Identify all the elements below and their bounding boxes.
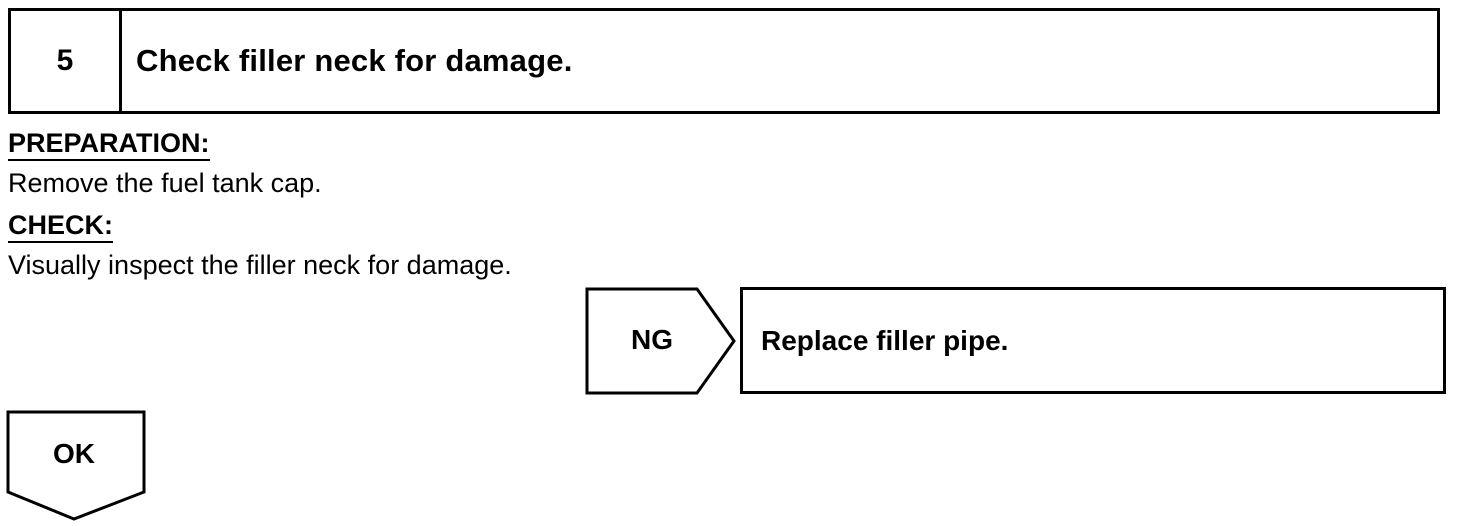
ng-label: NG (631, 324, 673, 355)
ng-action-box: Replace filler pipe. (740, 287, 1446, 394)
ok-label: OK (53, 438, 95, 469)
check-text: Visually inspect the filler neck for dam… (8, 250, 512, 280)
ok-arrow-shape (6, 410, 146, 521)
step-number: 5 (11, 11, 122, 111)
step-title: Check filler neck for damage. (136, 43, 573, 78)
ng-arrow-shape (585, 287, 736, 395)
ng-action-text: Replace filler pipe. (761, 324, 1009, 356)
step-header-box: 5 Check filler neck for damage. (8, 8, 1440, 114)
preparation-heading: PREPARATION: (8, 128, 210, 161)
check-heading: CHECK: (8, 210, 113, 243)
preparation-text: Remove the fuel tank cap. (8, 168, 322, 198)
